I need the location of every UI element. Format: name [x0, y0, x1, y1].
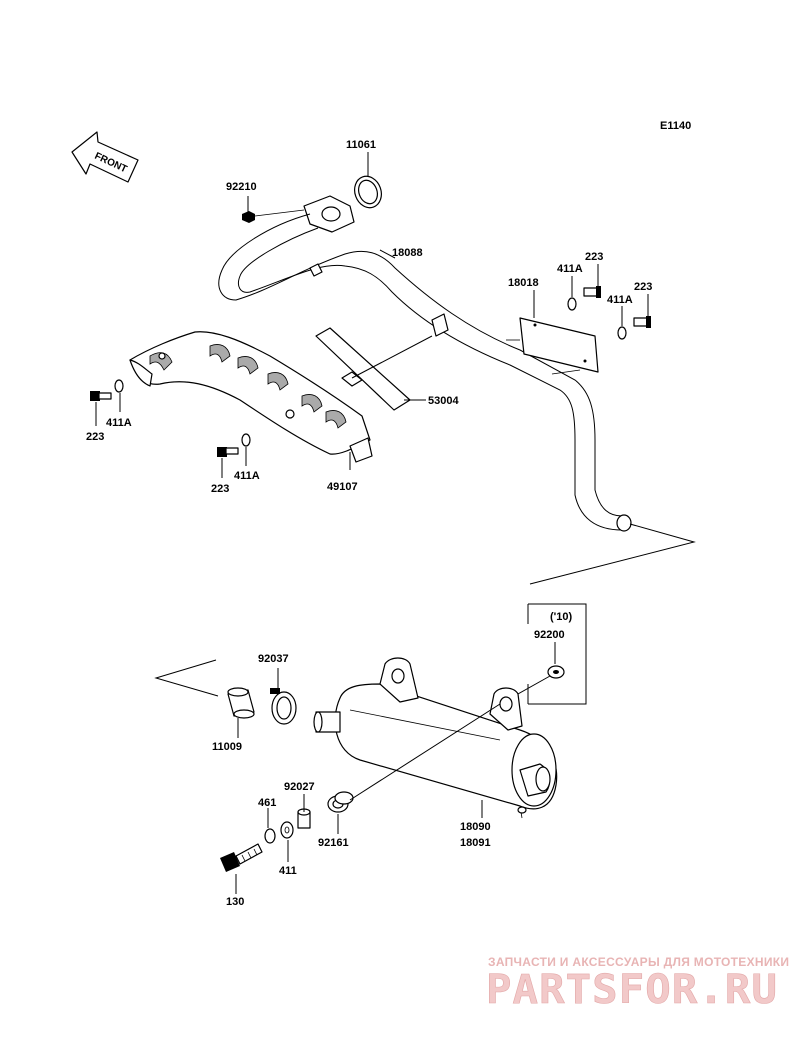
front-arrow-icon: FRONT — [71, 131, 139, 183]
label-18018: 18018 — [508, 277, 539, 289]
label-411A-b: 411A — [607, 294, 633, 306]
label-223-c: 223 — [86, 431, 104, 443]
watermark: ЗАПЧАСТИ И АКСЕССУАРЫ ДЛЯ МОТОТЕХНИКИ PA… — [486, 955, 789, 1013]
label-92210: 92210 — [226, 181, 257, 193]
label-53004: 53004 — [428, 395, 459, 407]
washer-411A-a — [567, 297, 577, 311]
label-411A-c: 411A — [106, 417, 132, 429]
washer-411A-b — [617, 326, 627, 340]
bracket-18018 — [506, 317, 599, 375]
diagram-code: E1140 — [660, 120, 691, 132]
bolt-223-b — [633, 316, 651, 328]
label-223-d: 223 — [211, 483, 229, 495]
label-11009: 11009 — [212, 741, 242, 753]
label-11061: 11061 — [346, 139, 376, 151]
label-223-a: 223 — [585, 251, 603, 263]
washer-411 — [280, 821, 294, 839]
heat-shield-49107 — [129, 331, 373, 463]
label-18091: 18091 — [460, 837, 491, 849]
clamp-92037 — [270, 688, 297, 725]
grommet-92161 — [327, 791, 354, 813]
label-92161: 92161 — [318, 837, 349, 849]
label-92027: 92027 — [284, 781, 315, 793]
version-box-10 — [527, 603, 587, 705]
exhaust-pipe-18088 — [218, 195, 632, 532]
label-18090: 18090 — [460, 821, 491, 833]
label-411A-d: 411A — [234, 470, 260, 482]
washer-411A-c — [114, 379, 124, 393]
muffler-18090 — [313, 657, 558, 819]
nut-92210 — [242, 211, 255, 223]
label-411: 411 — [279, 865, 297, 877]
watermark-logo: PARTSFOR.RU — [486, 967, 778, 1013]
lock-washer-461 — [264, 828, 276, 844]
bolt-223-a — [583, 286, 601, 298]
label-461: 461 — [258, 797, 276, 809]
collar-92027 — [297, 808, 311, 829]
label-49107: 49107 — [327, 481, 358, 493]
label-92200: 92200 — [534, 629, 565, 641]
version-note: ('10) — [550, 611, 573, 623]
gasket-ring-11061 — [354, 175, 382, 209]
bolt-223-c — [90, 391, 112, 401]
grommet-92200 — [547, 665, 565, 679]
label-18088: 18088 — [392, 247, 423, 259]
bolt-130 — [220, 843, 263, 872]
bolt-223-d — [217, 447, 239, 457]
gasket-11009 — [227, 687, 255, 719]
label-130: 130 — [226, 896, 244, 908]
washer-411A-d — [241, 433, 251, 447]
label-92037: 92037 — [258, 653, 289, 665]
watermark-tagline: ЗАПЧАСТИ И АКСЕССУАРЫ ДЛЯ МОТОТЕХНИКИ — [488, 955, 789, 969]
label-411A-a: 411A — [557, 263, 583, 275]
label-223-b: 223 — [634, 281, 652, 293]
